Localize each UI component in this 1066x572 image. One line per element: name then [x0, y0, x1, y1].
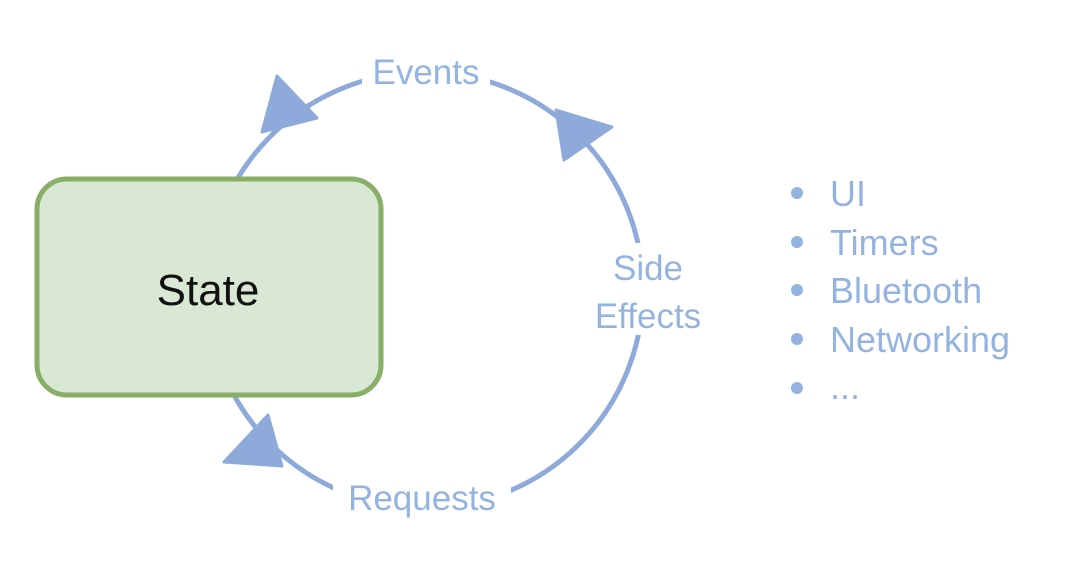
bullet-dot	[791, 284, 803, 296]
side-effects-label-line-2: Effects	[595, 297, 701, 336]
side-effect-item-more: ...	[830, 366, 860, 407]
bullet-dot	[791, 236, 803, 248]
events-to-state-arrowhead	[260, 74, 319, 134]
side-effect-item-ui: UI	[830, 173, 866, 214]
requests-label: Requests	[348, 479, 496, 518]
state-box	[34, 176, 384, 398]
bullet-dot	[791, 187, 803, 199]
state-label: State	[157, 266, 260, 315]
side-effects-list: UI Timers Bluetooth Networking ...	[791, 173, 1010, 407]
bullet-dot	[791, 333, 803, 345]
side-effect-item-networking: Networking	[830, 319, 1010, 360]
events-label-background	[362, 50, 490, 90]
side-effects-label-line-1: Side	[613, 249, 683, 288]
requests-arrowhead	[222, 413, 284, 468]
requests-label-background	[333, 477, 511, 519]
side-effects-label-background	[582, 243, 714, 335]
side-effect-item-bluetooth: Bluetooth	[830, 270, 982, 311]
events-label: Events	[373, 53, 480, 92]
events-to-side-effects-arrowhead	[554, 108, 614, 162]
bullet-dot	[791, 382, 803, 394]
state-node: State	[34, 176, 384, 398]
side-effect-item-timers: Timers	[830, 222, 939, 263]
